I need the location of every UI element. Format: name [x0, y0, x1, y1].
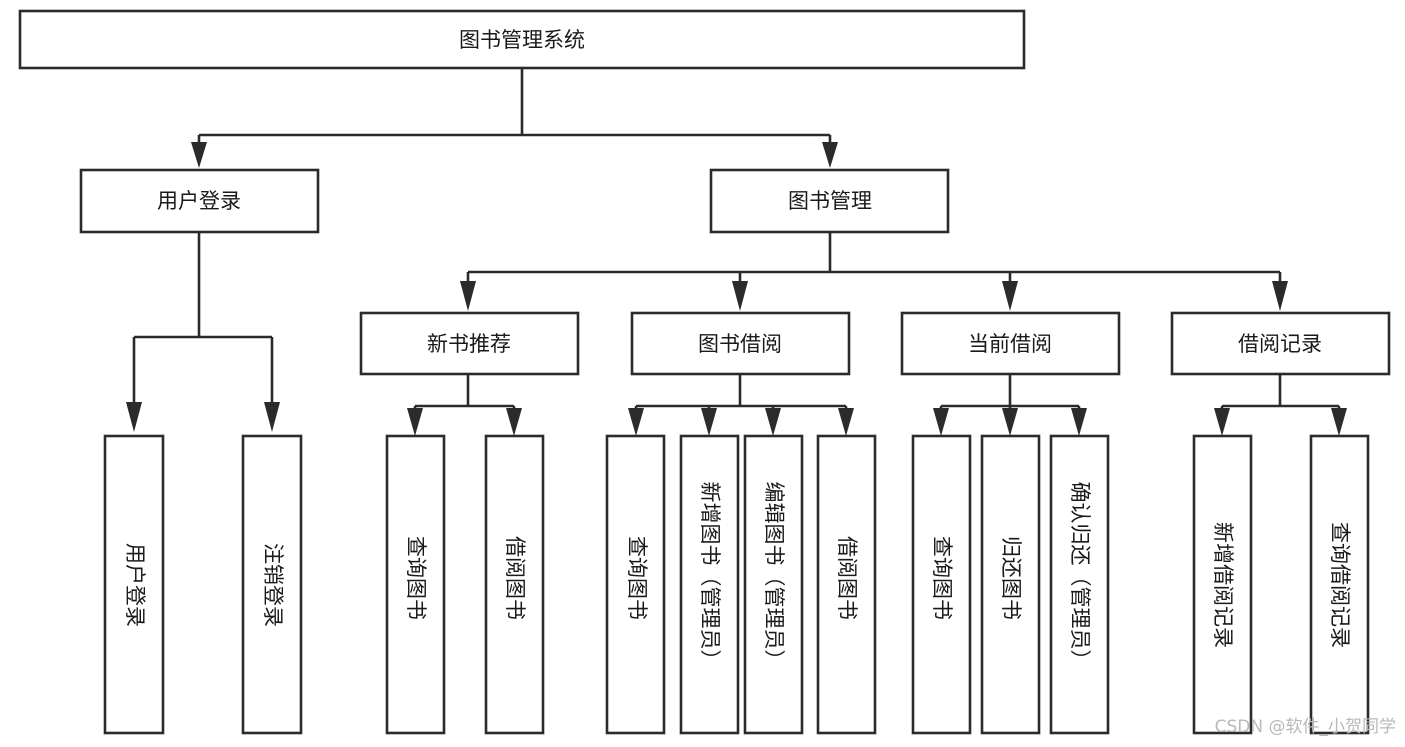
node-book-borrow[interactable]: 图书借阅 [630, 311, 851, 376]
node-leaf-query-record-box[interactable] [1309, 434, 1370, 735]
node-leaf-add-book-label: 新增图书（管理员） [698, 482, 722, 671]
node-borrow-record[interactable]: 借阅记录 [1170, 311, 1391, 376]
node-leaf-borrow-book-1[interactable]: 借阅图书 [484, 434, 545, 735]
node-leaf-query-book-2-label: 查询图书 [625, 536, 649, 620]
node-leaf-query-record[interactable]: 查询借阅记录 [1309, 434, 1370, 735]
arrow-head-leaf-user-login [126, 402, 142, 432]
node-leaf-edit-book[interactable]: 编辑图书（管理员） [743, 434, 804, 735]
node-user-login-label: 用户登录 [157, 189, 241, 213]
node-current-borrow-box[interactable] [900, 311, 1121, 376]
node-new-book-recommend-label: 新书推荐 [427, 332, 511, 356]
node-leaf-borrow-book-2-box[interactable] [816, 434, 877, 735]
node-leaf-logout-login-box[interactable] [241, 434, 303, 735]
node-leaf-borrow-book-1-label: 借阅图书 [503, 536, 527, 620]
node-leaf-edit-book-box[interactable] [743, 434, 804, 735]
node-leaf-add-record-label: 新增借阅记录 [1211, 522, 1235, 648]
arrow-head-leaf-query-book-2 [628, 408, 644, 436]
arrow-head-user-login [191, 142, 207, 168]
node-leaf-query-book-3-box[interactable] [911, 434, 972, 735]
node-leaf-query-book-1[interactable]: 查询图书 [385, 434, 446, 735]
node-leaf-user-login-label: 用户登录 [123, 543, 147, 627]
node-leaf-edit-book-label: 编辑图书（管理员） [762, 482, 786, 671]
node-new-book-recommend[interactable]: 新书推荐 [359, 311, 580, 376]
node-root[interactable]: 图书管理系统 [18, 9, 1026, 70]
arrow-head-current-borrow [1002, 281, 1018, 311]
node-leaf-query-record-label: 查询借阅记录 [1328, 522, 1352, 648]
arrow-head-leaf-borrow-book-1 [506, 408, 522, 436]
node-leaf-confirm-return[interactable]: 确认归还（管理员） [1049, 434, 1110, 735]
node-leaf-add-book-box[interactable] [679, 434, 740, 735]
node-leaf-add-book[interactable]: 新增图书（管理员） [679, 434, 740, 735]
node-leaf-return-book[interactable]: 归还图书 [980, 434, 1041, 735]
node-book-borrow-box[interactable] [630, 311, 851, 376]
arrow-head-leaf-return-book [1002, 408, 1018, 436]
node-leaf-borrow-book-2-label: 借阅图书 [835, 536, 859, 620]
node-leaf-query-book-1-box[interactable] [385, 434, 446, 735]
arrow-head-leaf-logout-login [264, 402, 280, 432]
arrow-head-leaf-confirm-return [1071, 408, 1087, 436]
arrow-head-leaf-add-record [1214, 408, 1230, 436]
node-leaf-user-login-box[interactable] [103, 434, 165, 735]
arrow-head-book-borrow [732, 281, 748, 311]
arrow-head-new-book-recommend [460, 281, 476, 311]
node-root-box[interactable] [18, 9, 1026, 70]
node-leaf-logout-login-label: 注销登录 [261, 543, 285, 627]
node-leaf-query-book-2[interactable]: 查询图书 [605, 434, 666, 735]
arrow-head-leaf-add-book [701, 408, 717, 436]
node-book-manage-box[interactable] [709, 168, 950, 234]
node-leaf-return-book-box[interactable] [980, 434, 1041, 735]
node-borrow-record-box[interactable] [1170, 311, 1391, 376]
node-book-manage-label: 图书管理 [788, 189, 872, 213]
node-current-borrow[interactable]: 当前借阅 [900, 311, 1121, 376]
arrow-head-leaf-query-book-1 [407, 408, 423, 436]
node-book-manage[interactable]: 图书管理 [709, 168, 950, 234]
node-leaf-query-book-3[interactable]: 查询图书 [911, 434, 972, 735]
node-leaf-add-record-box[interactable] [1192, 434, 1253, 735]
node-leaf-borrow-book-1-box[interactable] [484, 434, 545, 735]
node-user-login[interactable]: 用户登录 [79, 168, 320, 234]
arrow-head-leaf-query-book-3 [933, 408, 949, 436]
node-current-borrow-label: 当前借阅 [968, 332, 1052, 356]
node-borrow-record-label: 借阅记录 [1238, 332, 1322, 356]
node-leaf-query-book-2-box[interactable] [605, 434, 666, 735]
node-leaf-user-login[interactable]: 用户登录 [103, 434, 165, 735]
node-leaf-confirm-return-label: 确认归还（管理员） [1068, 482, 1092, 671]
node-user-login-box[interactable] [79, 168, 320, 234]
node-book-borrow-label: 图书借阅 [698, 332, 782, 356]
node-root-label: 图书管理系统 [459, 28, 585, 52]
node-leaf-borrow-book-2[interactable]: 借阅图书 [816, 434, 877, 735]
arrow-head-leaf-edit-book [765, 408, 781, 436]
arrow-head-leaf-borrow-book-2 [838, 408, 854, 436]
node-leaf-query-book-1-label: 查询图书 [404, 536, 428, 620]
node-leaf-add-record[interactable]: 新增借阅记录 [1192, 434, 1253, 735]
node-new-book-recommend-box[interactable] [359, 311, 580, 376]
node-leaf-confirm-return-box[interactable] [1049, 434, 1110, 735]
node-leaf-query-book-3-label: 查询图书 [930, 536, 954, 620]
node-leaf-return-book-label: 归还图书 [999, 536, 1023, 620]
csdn-watermark: CSDN @软件_小贺同学 [1215, 717, 1396, 737]
arrow-head-borrow-record [1272, 281, 1288, 311]
node-leaf-logout-login[interactable]: 注销登录 [241, 434, 303, 735]
connector-layer [126, 68, 1347, 436]
arrow-head-book-manage [822, 142, 838, 168]
arrow-head-leaf-query-record [1331, 408, 1347, 436]
